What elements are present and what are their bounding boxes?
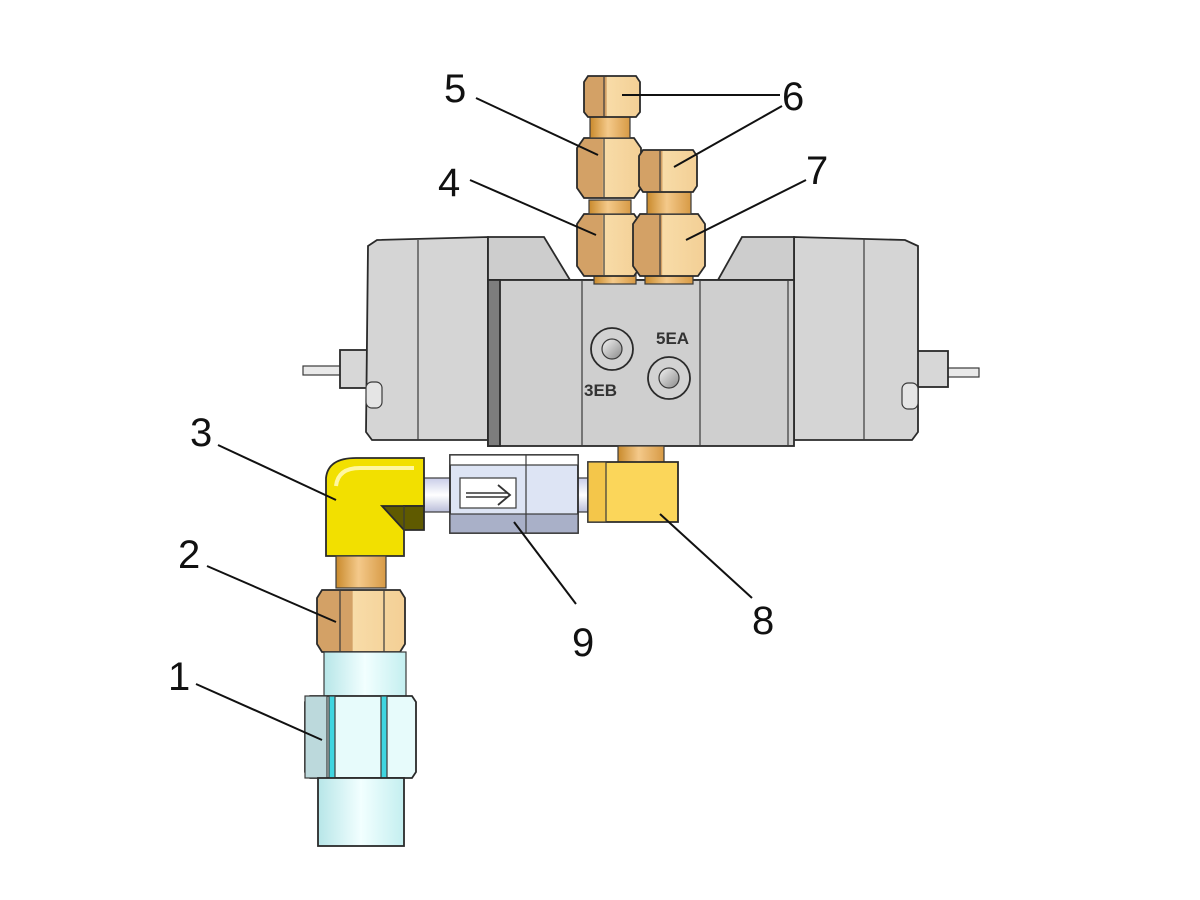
- part-3-yellow-elbow: [325, 457, 425, 557]
- right-solenoid-housing: [793, 236, 919, 441]
- leader-8: [659, 513, 753, 599]
- exhaust-port-3eb: 3EB: [584, 327, 634, 400]
- right-solenoid-bracket: [913, 350, 949, 388]
- leader-2: [206, 565, 337, 623]
- callout-6: 6: [782, 75, 804, 119]
- part-9-check-valve: [449, 454, 579, 534]
- callout-7: 7: [806, 149, 828, 193]
- top-fitting-stack-right: [632, 149, 706, 285]
- right-solenoid-pin: [944, 367, 980, 378]
- port-label-3eb: 3EB: [584, 381, 617, 400]
- part-2-brass-nut: [316, 555, 406, 653]
- left-solenoid-pin: [302, 365, 346, 376]
- flow-direction-arrow-icon: [466, 484, 512, 506]
- leader-3: [217, 444, 337, 501]
- valve-body: 3EB 5EA: [302, 236, 980, 447]
- exhaust-port-5ea: 5EA: [647, 329, 691, 400]
- leader-1: [195, 683, 323, 741]
- part-5-hex-nut: [576, 137, 642, 199]
- callout-5: 5: [444, 67, 466, 111]
- port-label-5ea: 5EA: [656, 329, 689, 348]
- callout-3: 3: [190, 411, 212, 455]
- left-solenoid-bracket: [339, 349, 371, 389]
- callout-2: 2: [178, 533, 200, 577]
- callout-8: 8: [752, 599, 774, 643]
- leader-7: [685, 179, 807, 241]
- left-solenoid-housing: [365, 236, 489, 441]
- part-6-upper-cap: [583, 75, 641, 118]
- valve-main-block: [487, 279, 795, 447]
- leader-4: [469, 179, 597, 236]
- leader-lines: [195, 94, 807, 741]
- callout-4: 4: [438, 161, 460, 205]
- leader-9: [513, 521, 577, 605]
- left-solenoid-clip: [365, 381, 383, 409]
- callout-labels: 1 2 3 4 5 6 7 8 9: [168, 67, 828, 699]
- callout-1: 1: [168, 655, 190, 699]
- part-4-hex-nut: [576, 213, 642, 277]
- leader-5: [475, 97, 599, 156]
- part-1-steel-coupling: [304, 651, 417, 847]
- top-fitting-stack-left: [576, 75, 642, 285]
- callout-9: 9: [572, 621, 594, 665]
- leader-6b: [673, 105, 783, 168]
- part-6-lower-cap: [638, 149, 698, 193]
- part-7-hex-nut: [632, 213, 706, 277]
- right-solenoid-clip: [901, 382, 919, 410]
